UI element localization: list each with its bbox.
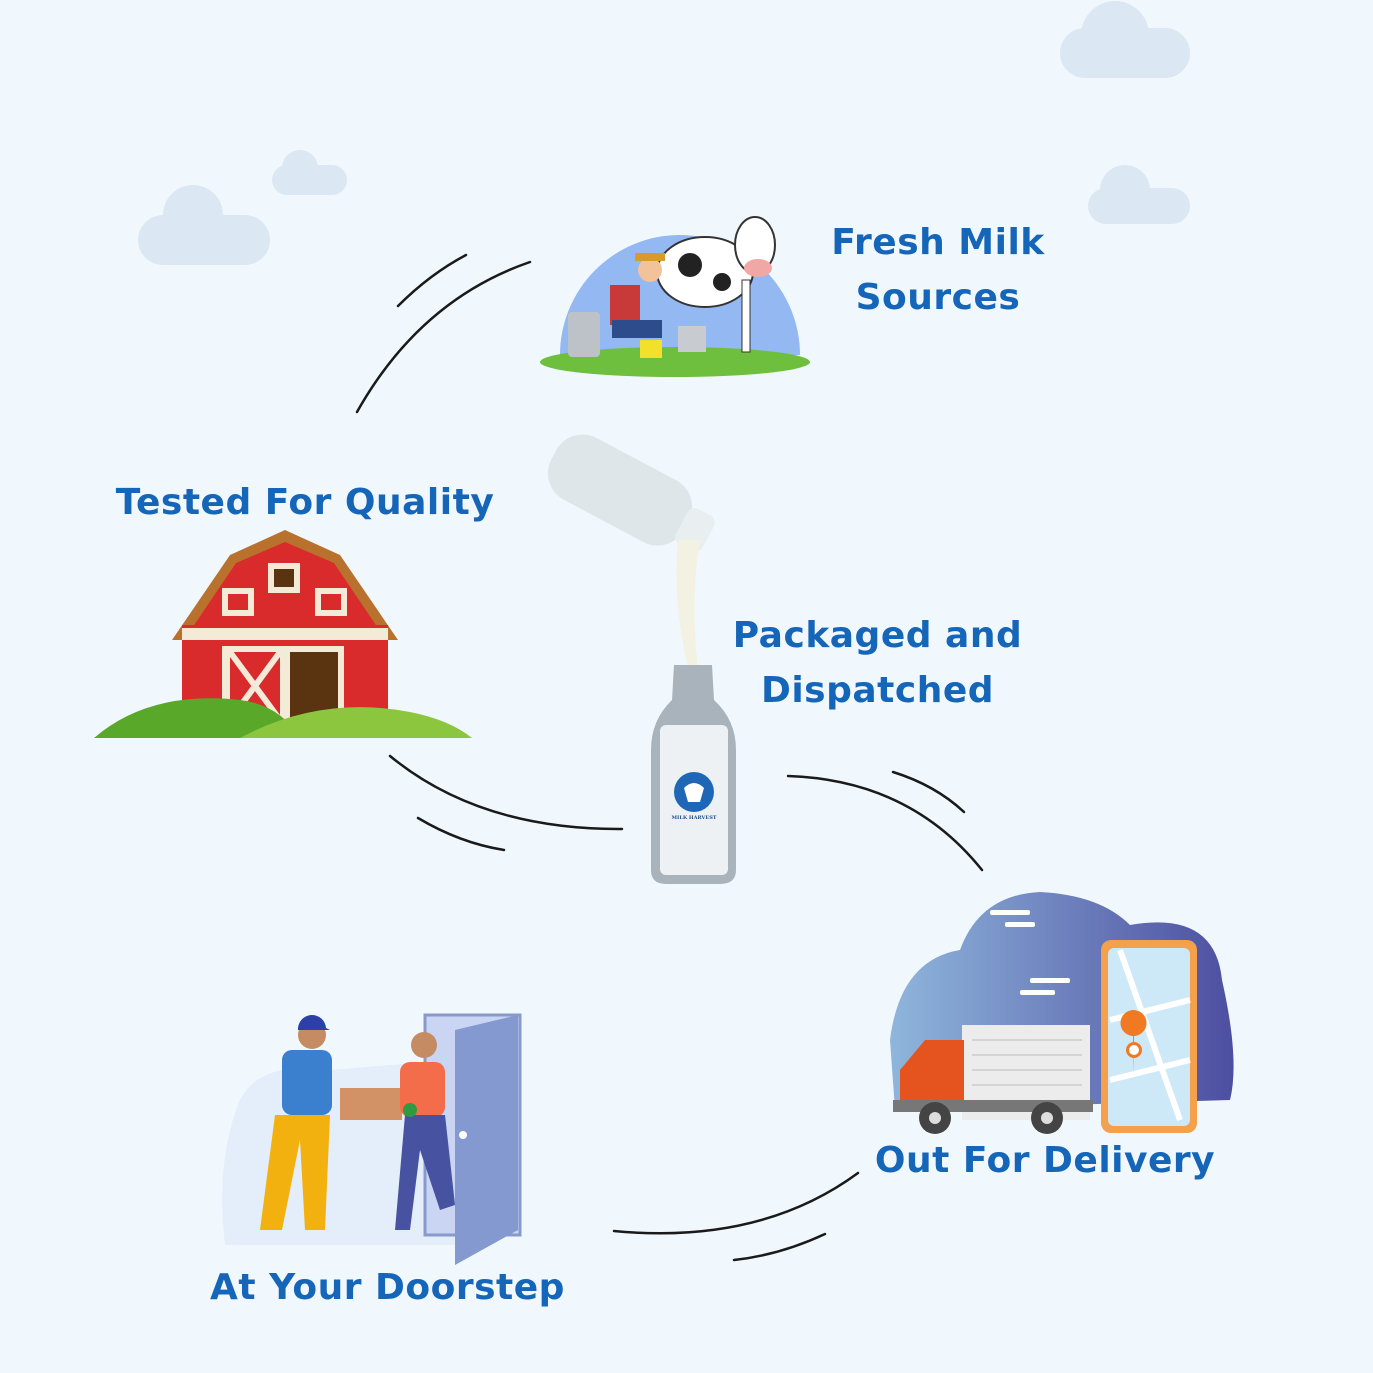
step-fresh-milk-sources-title: Fresh Milk Sources (818, 215, 1058, 325)
bottle-brand-label: MILK HARVEST (671, 815, 716, 821)
step-title-line: Packaged and (732, 615, 1023, 656)
cloud-icon (138, 185, 270, 265)
doorstep-delivery-illustration (222, 1013, 522, 1265)
connector-arcs (355, 253, 984, 1262)
delivery-truck-phone-illustration (890, 892, 1234, 1134)
cloud-icon (272, 150, 347, 195)
milk-bottle-illustration (547, 434, 736, 884)
step-out-for-delivery-title: Out For Delivery (874, 1140, 1216, 1181)
step-at-your-doorstep-title: At Your Doorstep (210, 1267, 565, 1308)
step-title-line: Sources (855, 277, 1021, 318)
step-title-line: Fresh Milk (831, 222, 1045, 263)
step-title-line: Dispatched (760, 670, 995, 711)
step-packaged-dispatched-title: Packaged and Dispatched (730, 608, 1025, 718)
clouds (138, 1, 1190, 265)
cloud-icon (1060, 1, 1190, 78)
cloud-icon (1088, 165, 1190, 224)
farmer-milking-cow-illustration (540, 216, 810, 377)
step-tested-for-quality-title: Tested For Quality (115, 482, 495, 523)
barn-illustration (94, 530, 472, 738)
